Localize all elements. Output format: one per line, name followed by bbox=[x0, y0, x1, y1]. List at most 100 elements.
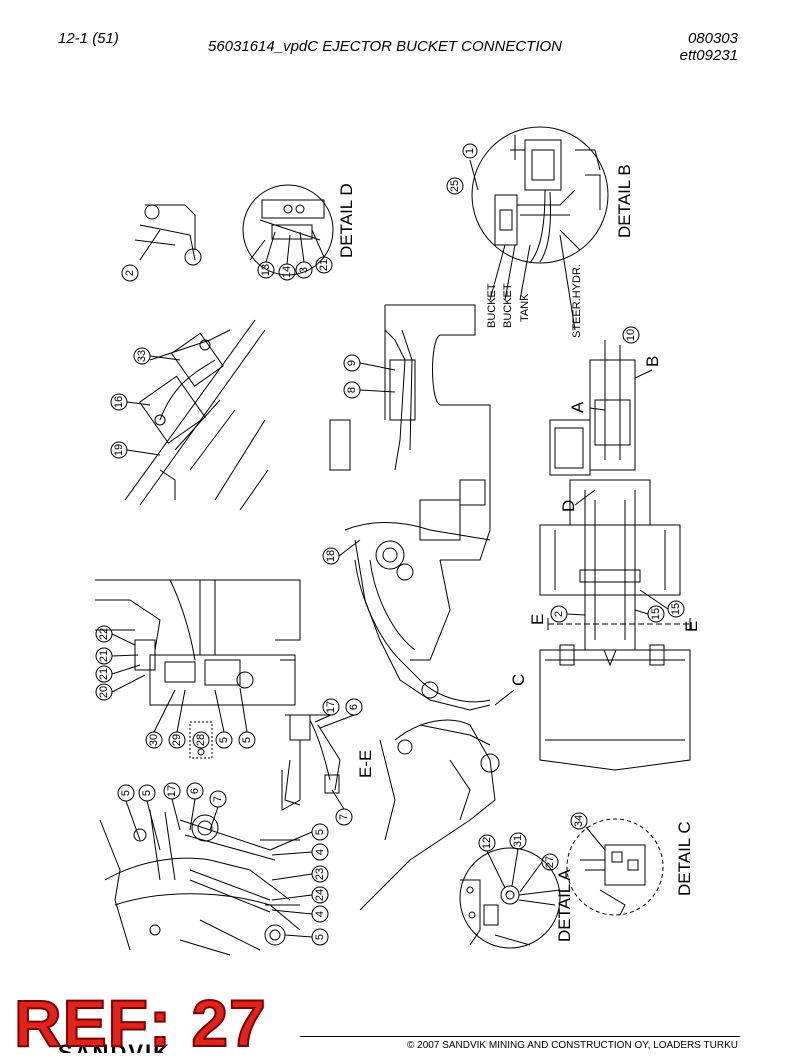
balloon-5-e: 5 bbox=[311, 823, 329, 841]
mid-left-view bbox=[95, 579, 301, 759]
balloon-8: 8 bbox=[343, 381, 361, 399]
balloon-21-a: 21 bbox=[95, 647, 113, 665]
svg-text:16: 16 bbox=[113, 396, 125, 408]
svg-text:15: 15 bbox=[650, 608, 662, 620]
balloon-13: 13 bbox=[257, 261, 275, 279]
document-date: 080303 bbox=[687, 30, 738, 47]
svg-text:8: 8 bbox=[346, 387, 358, 393]
svg-text:13: 13 bbox=[260, 264, 272, 276]
svg-text:5: 5 bbox=[241, 737, 253, 743]
balloon-33: 33 bbox=[133, 347, 151, 365]
svg-text:5: 5 bbox=[218, 737, 230, 743]
balloon-34: 34 bbox=[570, 812, 588, 830]
document-title: 56031614_vpdC EJECTOR BUCKET CONNECTION bbox=[208, 38, 563, 55]
svg-text:4: 4 bbox=[314, 849, 326, 855]
svg-text:6: 6 bbox=[348, 704, 360, 710]
balloon-6-bl: 6 bbox=[186, 782, 204, 800]
balloon-5-c: 5 bbox=[117, 784, 135, 802]
balloon-17-bl: 17 bbox=[163, 782, 181, 800]
balloon-7-ee: 7 bbox=[335, 808, 353, 826]
svg-text:10: 10 bbox=[625, 329, 637, 341]
balloon-18: 18 bbox=[322, 547, 340, 565]
loader-top-view bbox=[539, 340, 691, 771]
section-e-e-label: E-E bbox=[356, 750, 375, 778]
balloon-15-b: 15 bbox=[667, 600, 685, 618]
svg-text:5: 5 bbox=[141, 790, 153, 796]
svg-text:27: 27 bbox=[544, 856, 556, 868]
svg-text:24: 24 bbox=[314, 889, 326, 901]
balloon-14: 14 bbox=[278, 263, 296, 281]
balloon-31: 31 bbox=[509, 832, 527, 850]
balloon-19: 19 bbox=[110, 441, 128, 459]
balloon-6-ee: 6 bbox=[345, 698, 363, 716]
svg-text:21: 21 bbox=[98, 668, 110, 680]
svg-text:31: 31 bbox=[512, 835, 524, 847]
detail-d-label: DETAIL D bbox=[337, 183, 356, 258]
svg-text:12: 12 bbox=[481, 837, 493, 849]
detail-d-view bbox=[242, 184, 334, 276]
balloon-20: 20 bbox=[95, 683, 113, 701]
detail-c-label: DETAIL C bbox=[675, 821, 694, 896]
svg-text:17: 17 bbox=[166, 785, 178, 797]
balloon-4-b: 4 bbox=[311, 905, 329, 923]
boom-side-view bbox=[329, 304, 500, 911]
brand-logo: SANDVIK bbox=[58, 1040, 172, 1053]
port-label-bucket-1: BUCKET bbox=[486, 283, 498, 328]
balloon-24: 24 bbox=[311, 886, 329, 904]
svg-text:5: 5 bbox=[120, 790, 132, 796]
port-label-tank: TANK bbox=[519, 293, 531, 322]
svg-text:34: 34 bbox=[573, 815, 585, 827]
document-code: ett09231 bbox=[679, 47, 738, 64]
balloon-5-d: 5 bbox=[138, 784, 156, 802]
bottom-left-view bbox=[99, 809, 301, 956]
svg-text:5: 5 bbox=[314, 934, 326, 940]
svg-text:33: 33 bbox=[136, 350, 148, 362]
detail-a-label: DETAIL A bbox=[555, 869, 574, 942]
svg-text:29: 29 bbox=[171, 734, 183, 746]
balloon-21-detail-d: 21 bbox=[315, 256, 333, 274]
view-marker-e-1: E bbox=[528, 614, 547, 625]
svg-text:15: 15 bbox=[670, 603, 682, 615]
balloon-22: 22 bbox=[95, 625, 113, 643]
svg-text:2: 2 bbox=[553, 611, 565, 617]
balloon-1: 1 bbox=[462, 143, 478, 159]
svg-text:18: 18 bbox=[325, 550, 337, 562]
svg-text:4: 4 bbox=[314, 911, 326, 917]
port-label-steer-hydr: STEER.HYDR. bbox=[571, 264, 583, 338]
svg-text:21: 21 bbox=[98, 650, 110, 662]
svg-text:3: 3 bbox=[298, 267, 310, 273]
detail-b-label: DETAIL B bbox=[615, 164, 634, 238]
view-marker-c: C bbox=[509, 674, 528, 686]
balloon-29: 29 bbox=[168, 731, 186, 749]
port-label-bucket-2: BUCKET bbox=[502, 283, 514, 328]
balloon-2-top: 2 bbox=[121, 264, 139, 282]
balloon-28: 28 bbox=[192, 731, 210, 749]
valve-assembly-view bbox=[124, 319, 269, 511]
svg-text:20: 20 bbox=[98, 686, 110, 698]
balloon-10: 10 bbox=[622, 326, 640, 344]
reference-stamp: REF: 27 bbox=[13, 985, 267, 1061]
balloon-23: 23 bbox=[311, 865, 329, 883]
detail-b-view bbox=[469, 126, 609, 331]
balloon-4-a: 4 bbox=[311, 843, 329, 861]
balloon-7-bl: 7 bbox=[209, 790, 227, 808]
balloon-15-a: 15 bbox=[647, 605, 665, 623]
page-number: 12-1 (51) bbox=[58, 30, 119, 47]
svg-text:23: 23 bbox=[314, 868, 326, 880]
balloon-30: 30 bbox=[145, 731, 163, 749]
svg-text:9: 9 bbox=[346, 360, 358, 366]
svg-text:21: 21 bbox=[318, 259, 330, 271]
balloon-5-a: 5 bbox=[215, 731, 233, 749]
balloon-12: 12 bbox=[478, 834, 496, 852]
svg-text:2: 2 bbox=[124, 270, 136, 276]
balloon-5-b: 5 bbox=[238, 731, 256, 749]
balloon-25: 25 bbox=[446, 177, 464, 195]
balloon-16: 16 bbox=[110, 393, 128, 411]
svg-text:7: 7 bbox=[212, 796, 224, 802]
balloon-5-f: 5 bbox=[311, 928, 329, 946]
balloon-9: 9 bbox=[343, 354, 361, 372]
svg-text:25: 25 bbox=[449, 180, 461, 192]
svg-text:22: 22 bbox=[98, 628, 110, 640]
detail-c-view bbox=[566, 818, 664, 916]
copyright-text: © 2007 SANDVIK MINING AND CONSTRUCTION O… bbox=[407, 1040, 738, 1051]
